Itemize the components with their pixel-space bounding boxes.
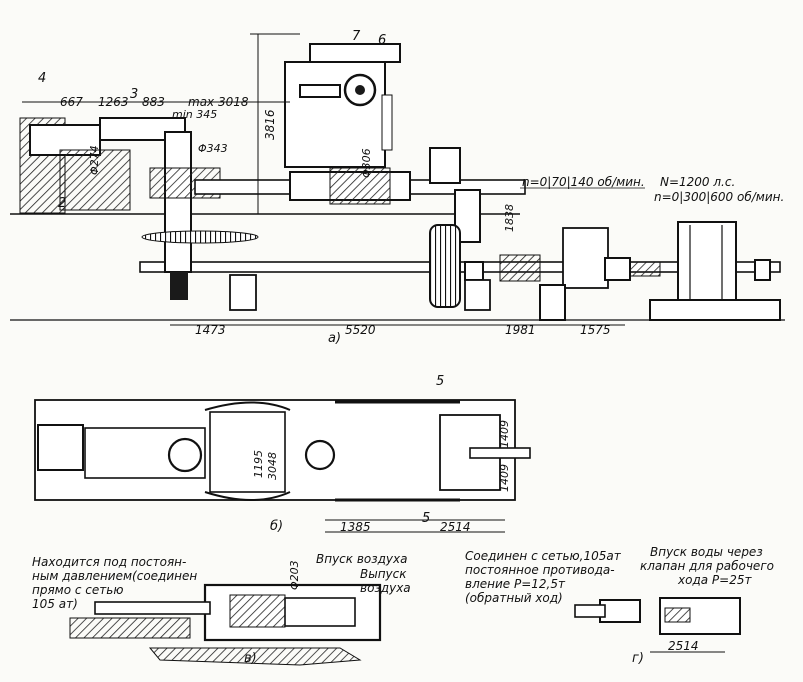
note-v-line3: прямо с сетью (32, 583, 123, 597)
dim-883: 883 (142, 95, 165, 109)
dim-1981: 1981 (505, 323, 536, 337)
dim-1385: 1385 (340, 520, 371, 534)
speed-label: n=0|70|140 об/мин. (522, 175, 645, 189)
view-b-plan (34, 399, 531, 533)
dim-3048: 3048 (266, 452, 279, 480)
view-v-cylinder (69, 583, 382, 666)
dim-max: max 3018 (188, 95, 249, 109)
dim-1195: 1195 (252, 450, 265, 478)
motor (677, 221, 737, 311)
dim-phi203: Φ203 (288, 560, 301, 590)
dim-667: 667 (60, 95, 83, 109)
callout-3: 3 (130, 87, 138, 102)
view-a-label: а) (328, 331, 341, 346)
view-g-label: г) (632, 651, 644, 666)
dim-2514-b: 2514 (440, 520, 471, 534)
large-gear (429, 224, 461, 308)
note-g2-line3: хода P=25т (677, 573, 752, 587)
view-a-elevation (10, 33, 785, 326)
note-v-line2: ным давлением(соединен (32, 569, 197, 583)
note-g1-line4: (обратный ход) (465, 591, 563, 605)
callout-2: 2 (58, 196, 66, 211)
note-g1-line2: постоянное противода- (465, 563, 615, 577)
note-g2-line2: клапан для рабочего (640, 559, 774, 573)
dim-1575: 1575 (580, 323, 611, 337)
note-g2-line1: Впуск воды через (650, 545, 763, 559)
dim-2514-g: 2514 (668, 639, 699, 653)
motor-speed: n=0|300|600 об/мин. (654, 190, 784, 204)
callout-6: 6 (378, 33, 386, 48)
dim-1838: 1838 (503, 204, 516, 232)
note-v-line1: Находится под постоян- (32, 555, 186, 569)
callout-7: 7 (352, 29, 361, 44)
dim-phi274: Φ274 (88, 145, 101, 175)
dim-5520: 5520 (345, 323, 376, 337)
dim-phi306: Φ306 (360, 148, 373, 178)
dim-1263: 1263 (98, 95, 129, 109)
air-outlet-1: Выпуск (360, 567, 407, 581)
view-v-label: в) (244, 651, 257, 666)
dim-1473: 1473 (195, 323, 226, 337)
note-g1-line3: вление P=12,5т (465, 577, 566, 591)
note-g1-line1: Соединен с сетью,105ат (465, 549, 622, 563)
motor-power: N=1200 л.с. (660, 175, 735, 189)
dim-phi343: Φ343 (198, 142, 228, 155)
air-outlet-2: воздуха (360, 581, 411, 595)
dim-1409-a: 1409 (498, 420, 511, 448)
flywheel-block (562, 227, 609, 289)
callout-4: 4 (38, 71, 46, 86)
dim-1409-b: 1409 (498, 464, 511, 492)
dim-min: min 345 (172, 108, 217, 121)
view-b-label: б) (270, 519, 283, 534)
air-inlet: Впуск воздуха (316, 552, 408, 566)
roll-column (164, 131, 192, 273)
callout-5-bottom: 5 (422, 511, 430, 526)
view-g-valve (574, 597, 741, 653)
dim-3816: 3816 (263, 109, 277, 140)
callout-5-top: 5 (436, 374, 444, 389)
note-v-line4: 105 ат) (32, 597, 78, 611)
